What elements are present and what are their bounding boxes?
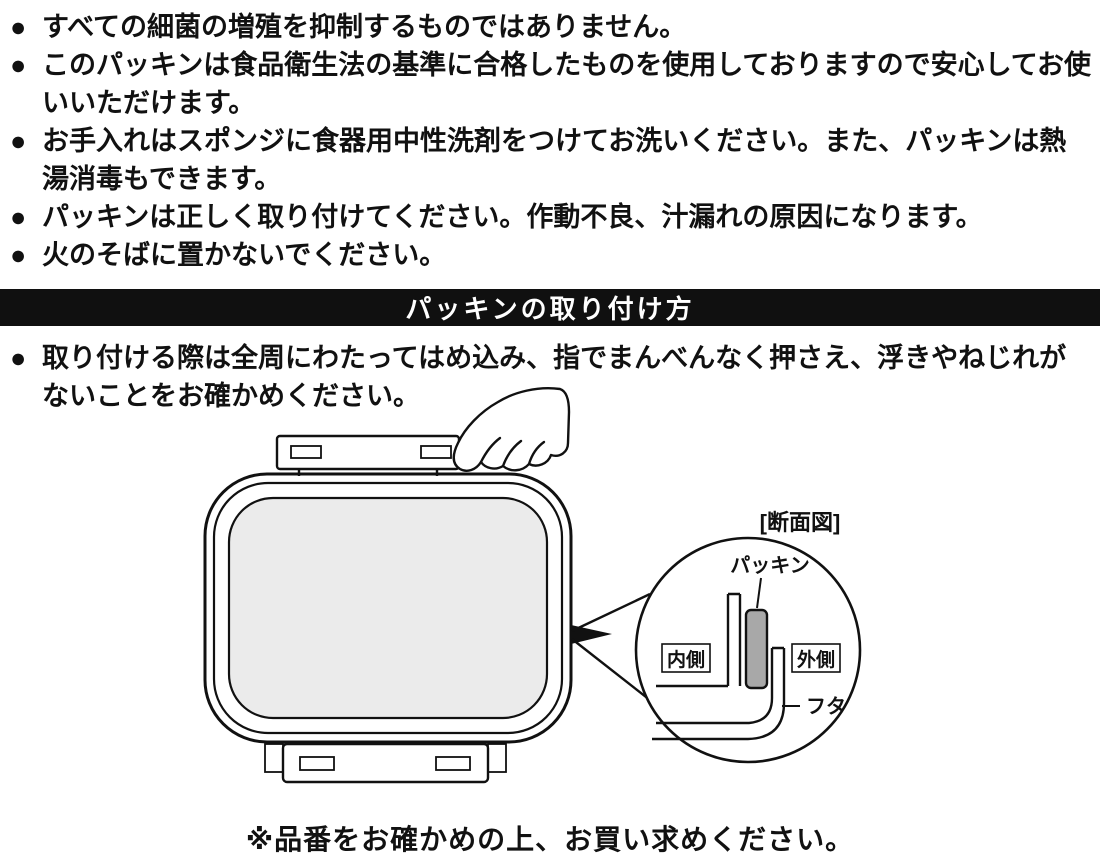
packing-part [744, 608, 769, 690]
bullet-icon: ● [10, 126, 27, 156]
container-wall [726, 592, 742, 686]
bullet-icon: ● [10, 12, 27, 42]
hand-illustration [452, 387, 571, 472]
illustration-svg: [断面図] パッキン 内側 外側 フタ [203, 387, 862, 784]
note-text: すべての細菌の増殖を抑制するものではありません。 [42, 12, 687, 42]
list-item: ● 取り付ける際は全周にわたってはめ込み、指でまんべんなく押さえ、浮きやねじれが… [10, 339, 1092, 415]
care-notes-list: ● すべての細菌の増殖を抑制するものではありません。 ● このパッキンは食品衛生… [10, 8, 1092, 274]
footer-note: ※品番をお確かめの上、お買い求めください。 [245, 824, 855, 855]
list-item: ● パッキンは正しく取り付けてください。作動不良、汁漏れの原因になります。 [10, 198, 1092, 236]
bullet-icon: ● [10, 202, 27, 232]
bento-box-illustration [203, 434, 573, 784]
illustration-area: [断面図] パッキン 内側 外側 フタ [0, 385, 1100, 810]
section-title: パッキンの取り付け方 [405, 294, 695, 324]
inside-label-box [661, 643, 711, 673]
top-latch [275, 434, 461, 476]
finger-line [501, 439, 523, 468]
bullet-icon: ● [10, 343, 27, 373]
list-item: ● このパッキンは食品衛生法の基準に合格したものを使用しておりますので安心してお… [10, 46, 1092, 122]
note-text: パッキンは正しく取り付けてください。作動不良、汁漏れの原因になります。 [42, 202, 983, 232]
finger-line [527, 440, 546, 466]
packing-leader-line [756, 577, 762, 609]
outside-label-box [791, 643, 841, 673]
bullet-icon: ● [10, 50, 27, 80]
cross-section-caption: [断面図] [760, 510, 841, 535]
lid-label: フタ [806, 695, 846, 718]
list-item: ● お手入れはスポンジに食器用中性洗剤をつけてお洗いください。また、パッキンは熱… [10, 122, 1092, 198]
attachment-instruction: ● 取り付ける際は全周にわたってはめ込み、指でまんべんなく押さえ、浮きやねじれが… [10, 339, 1092, 415]
bottom-latch [264, 742, 507, 784]
box-rim-outline [212, 481, 564, 735]
note-text: 取り付ける際は全周にわたってはめ込み、指でまんべんなく押さえ、浮きやねじれがない… [42, 343, 1067, 411]
outside-label: 外側 [797, 648, 835, 671]
box-inner-surface [227, 496, 549, 720]
note-text: お手入れはスポンジに食器用中性洗剤をつけてお洗いください。また、パッキンは熱湯消… [42, 126, 1067, 194]
latch-side-tab-left [264, 743, 284, 773]
note-text: このパッキンは食品衛生法の基準に合格したものを使用しておりますので安心してお使い… [42, 50, 1091, 118]
lid-outer-line [652, 648, 786, 741]
callout-wedge [571, 625, 612, 644]
list-item: ● すべての細菌の増殖を抑制するものではありません。 [10, 8, 1092, 46]
bullet-icon: ● [10, 240, 27, 270]
inside-label: 内側 [667, 648, 705, 671]
list-item: ● 火のそばに置かないでください。 [10, 236, 1092, 274]
packing-label: パッキン [730, 554, 809, 577]
lid-inner-line [656, 646, 784, 725]
latch-side-tab-right [487, 743, 507, 773]
note-text: 火のそばに置かないでください。 [42, 240, 447, 270]
finger-line [479, 436, 502, 464]
cross-section-diagram [652, 577, 841, 741]
box-outer-outline [203, 472, 573, 744]
section-header-bar: パッキンの取り付け方 [0, 289, 1100, 326]
